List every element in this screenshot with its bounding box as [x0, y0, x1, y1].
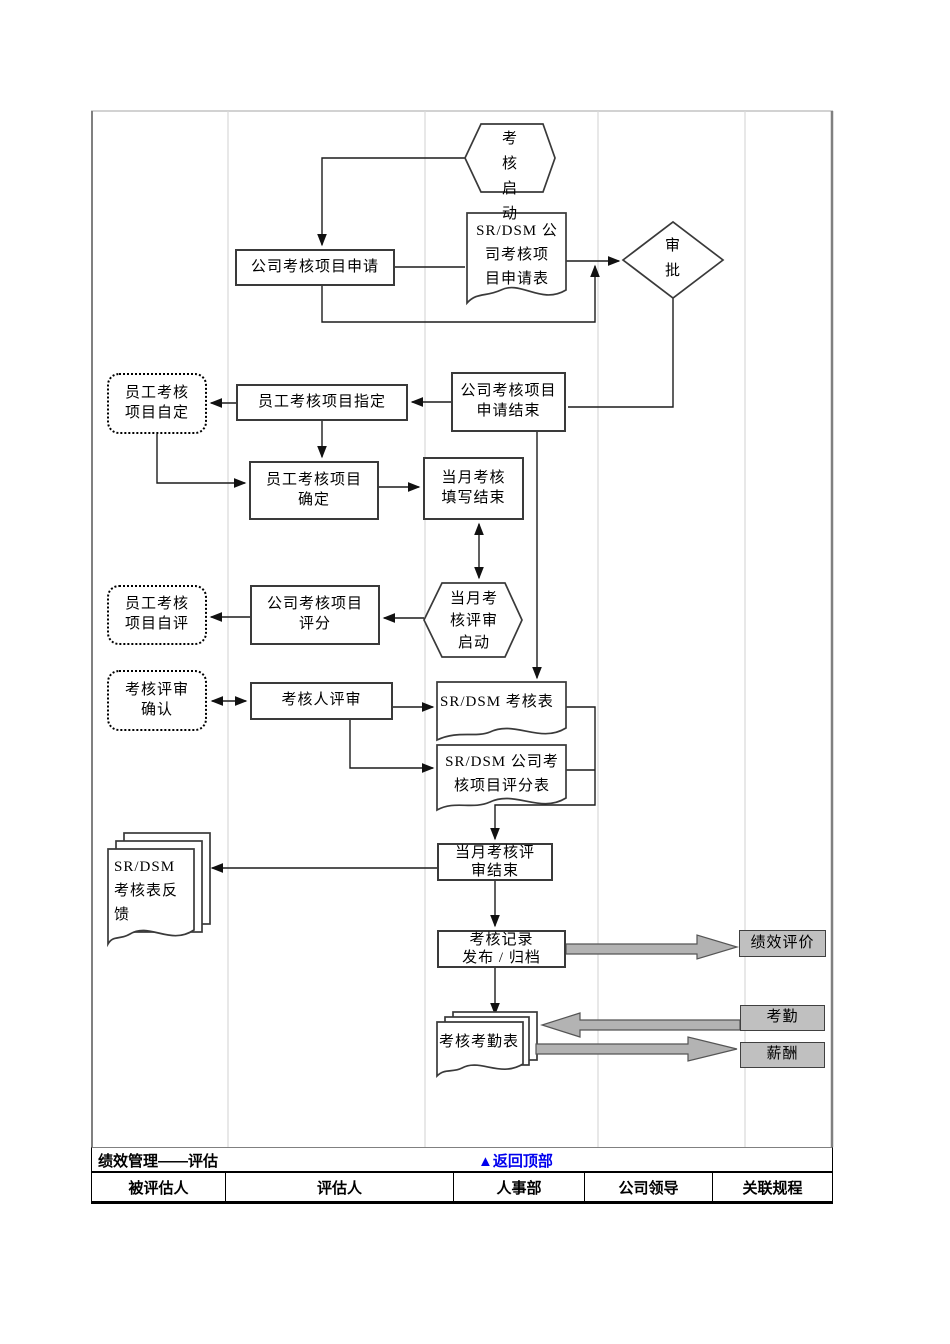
label-start-hexagon: 考 核 启 动	[501, 131, 518, 222]
node-review-confirm: 考核评审 确认	[107, 670, 207, 731]
connectors	[156, 157, 674, 1016]
lane-header-evaluatee: 被评估人	[92, 1173, 226, 1201]
label-feedback-stack: SR/DSM 考核表反 馈	[114, 859, 179, 923]
node-self-eval: 员工考核 项目自评	[107, 585, 207, 645]
lane-header-related-rules: 关联规程	[742, 1179, 803, 1197]
node-record: 考核记录 发布 / 归档	[437, 930, 566, 968]
node-apply-end: 公司考核项目 申请结束	[451, 372, 566, 432]
lane-header-leadership: 公司领导	[585, 1173, 713, 1201]
footer-title-text: 绩效管理——评估	[98, 1153, 219, 1170]
lane-header-evaluator: 评估人	[226, 1173, 454, 1201]
connector-selfset-to-confirm	[156, 434, 247, 488]
block-arrow-to-salary	[535, 1036, 738, 1062]
node-fill-end: 当月考核 填写结束	[423, 457, 524, 520]
node-self-set: 员工考核 项目自定	[107, 373, 207, 434]
node-apply: 公司考核项目申请	[235, 249, 395, 286]
connector-reviewer-to-scoreform	[349, 720, 435, 773]
lane-header-hr: 人事部	[454, 1173, 585, 1201]
label-attend-form: 考核考勤表	[439, 1034, 520, 1050]
node-assign: 员工考核项目指定	[236, 384, 408, 421]
node-confirm: 员工考核项目 确定	[249, 461, 379, 520]
node-salary: 薪酬	[740, 1042, 825, 1068]
lane-header-row: 被评估人 评估人 人事部 公司领导 关联规程	[91, 1172, 833, 1204]
footer-title-row: 绩效管理——评估 ▲返回顶部	[91, 1147, 833, 1172]
label-score-form: SR/DSM 公司考 核项目评分表	[445, 754, 559, 794]
connector-start-to-apply	[317, 157, 465, 247]
node-review-end: 当月考核评 审结束	[437, 843, 553, 881]
label-approve-diamond: 审 批	[664, 238, 681, 279]
back-to-top-link[interactable]: ▲返回顶部	[478, 1153, 553, 1170]
label-review-start-hexagon: 当月考 核评审 启动	[449, 591, 498, 651]
node-attendance: 考勤	[740, 1005, 825, 1031]
connector-approve-to-applyend	[568, 298, 674, 408]
node-score: 公司考核项目 评分	[250, 585, 380, 645]
label-assess-form: SR/DSM 考核表	[440, 694, 554, 710]
block-arrow-from-attendance	[540, 1012, 741, 1038]
node-perf-eval: 绩效评价	[739, 930, 826, 957]
label-apply-form: SR/DSM 公 司考核项 目申请表	[476, 223, 558, 287]
block-arrow-to-perf-eval	[565, 934, 740, 960]
node-reviewer: 考核人评审	[250, 682, 393, 720]
